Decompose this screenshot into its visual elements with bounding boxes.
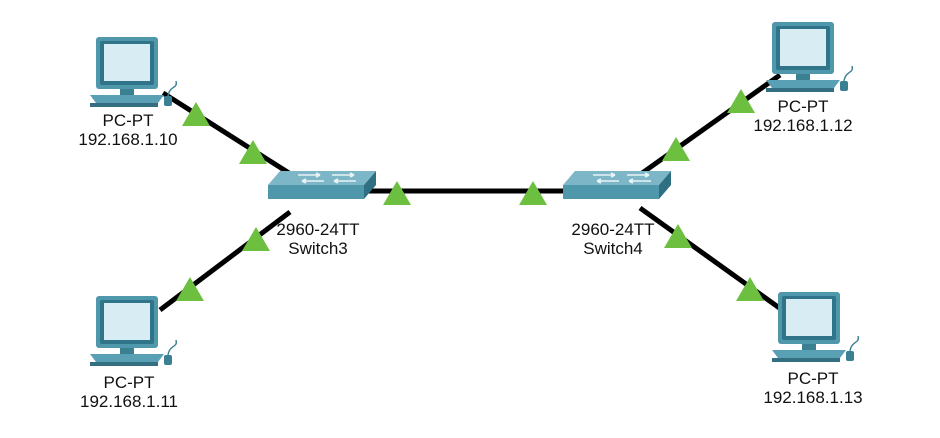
switch4-model: 2960-24TT — [571, 220, 655, 239]
link-pc3-switch4[interactable] — [636, 72, 782, 179]
switch3-label: 2960-24TT Switch3 — [276, 220, 359, 258]
pc3-model: PC-PT — [777, 97, 829, 116]
link-pc4-switch4[interactable] — [638, 205, 787, 315]
pc4-icon[interactable] — [771, 291, 860, 363]
pc1-model: PC-PT — [102, 111, 154, 130]
switch3-name: Switch3 — [288, 239, 348, 258]
pc4-address: 192.168.1.13 — [763, 388, 863, 407]
pc3-address: 192.168.1.12 — [753, 116, 853, 135]
pc4-label: PC-PT 192.168.1.13 — [763, 369, 862, 407]
link-up-indicator — [727, 89, 755, 113]
link-pc1-switch3[interactable] — [161, 90, 302, 183]
pc2-label: PC-PT 192.168.1.11 — [80, 373, 178, 411]
pc1-icon[interactable] — [89, 36, 178, 108]
switch4-icon[interactable] — [562, 170, 672, 200]
switch3-model: 2960-24TT — [276, 220, 360, 239]
switch4-name: Switch4 — [583, 239, 643, 258]
pc1-label: PC-PT 192.168.1.10 — [78, 111, 177, 149]
switch4-label: 2960-24TT Switch4 — [571, 220, 654, 258]
pc2-model: PC-PT — [103, 373, 155, 392]
switch3-icon[interactable] — [267, 170, 377, 200]
pc2-address: 192.168.1.11 — [80, 392, 178, 411]
pc3-label: PC-PT 192.168.1.12 — [753, 97, 852, 135]
pc4-model: PC-PT — [787, 369, 839, 388]
pc1-address: 192.168.1.10 — [78, 130, 178, 149]
pc3-icon[interactable] — [765, 21, 854, 93]
